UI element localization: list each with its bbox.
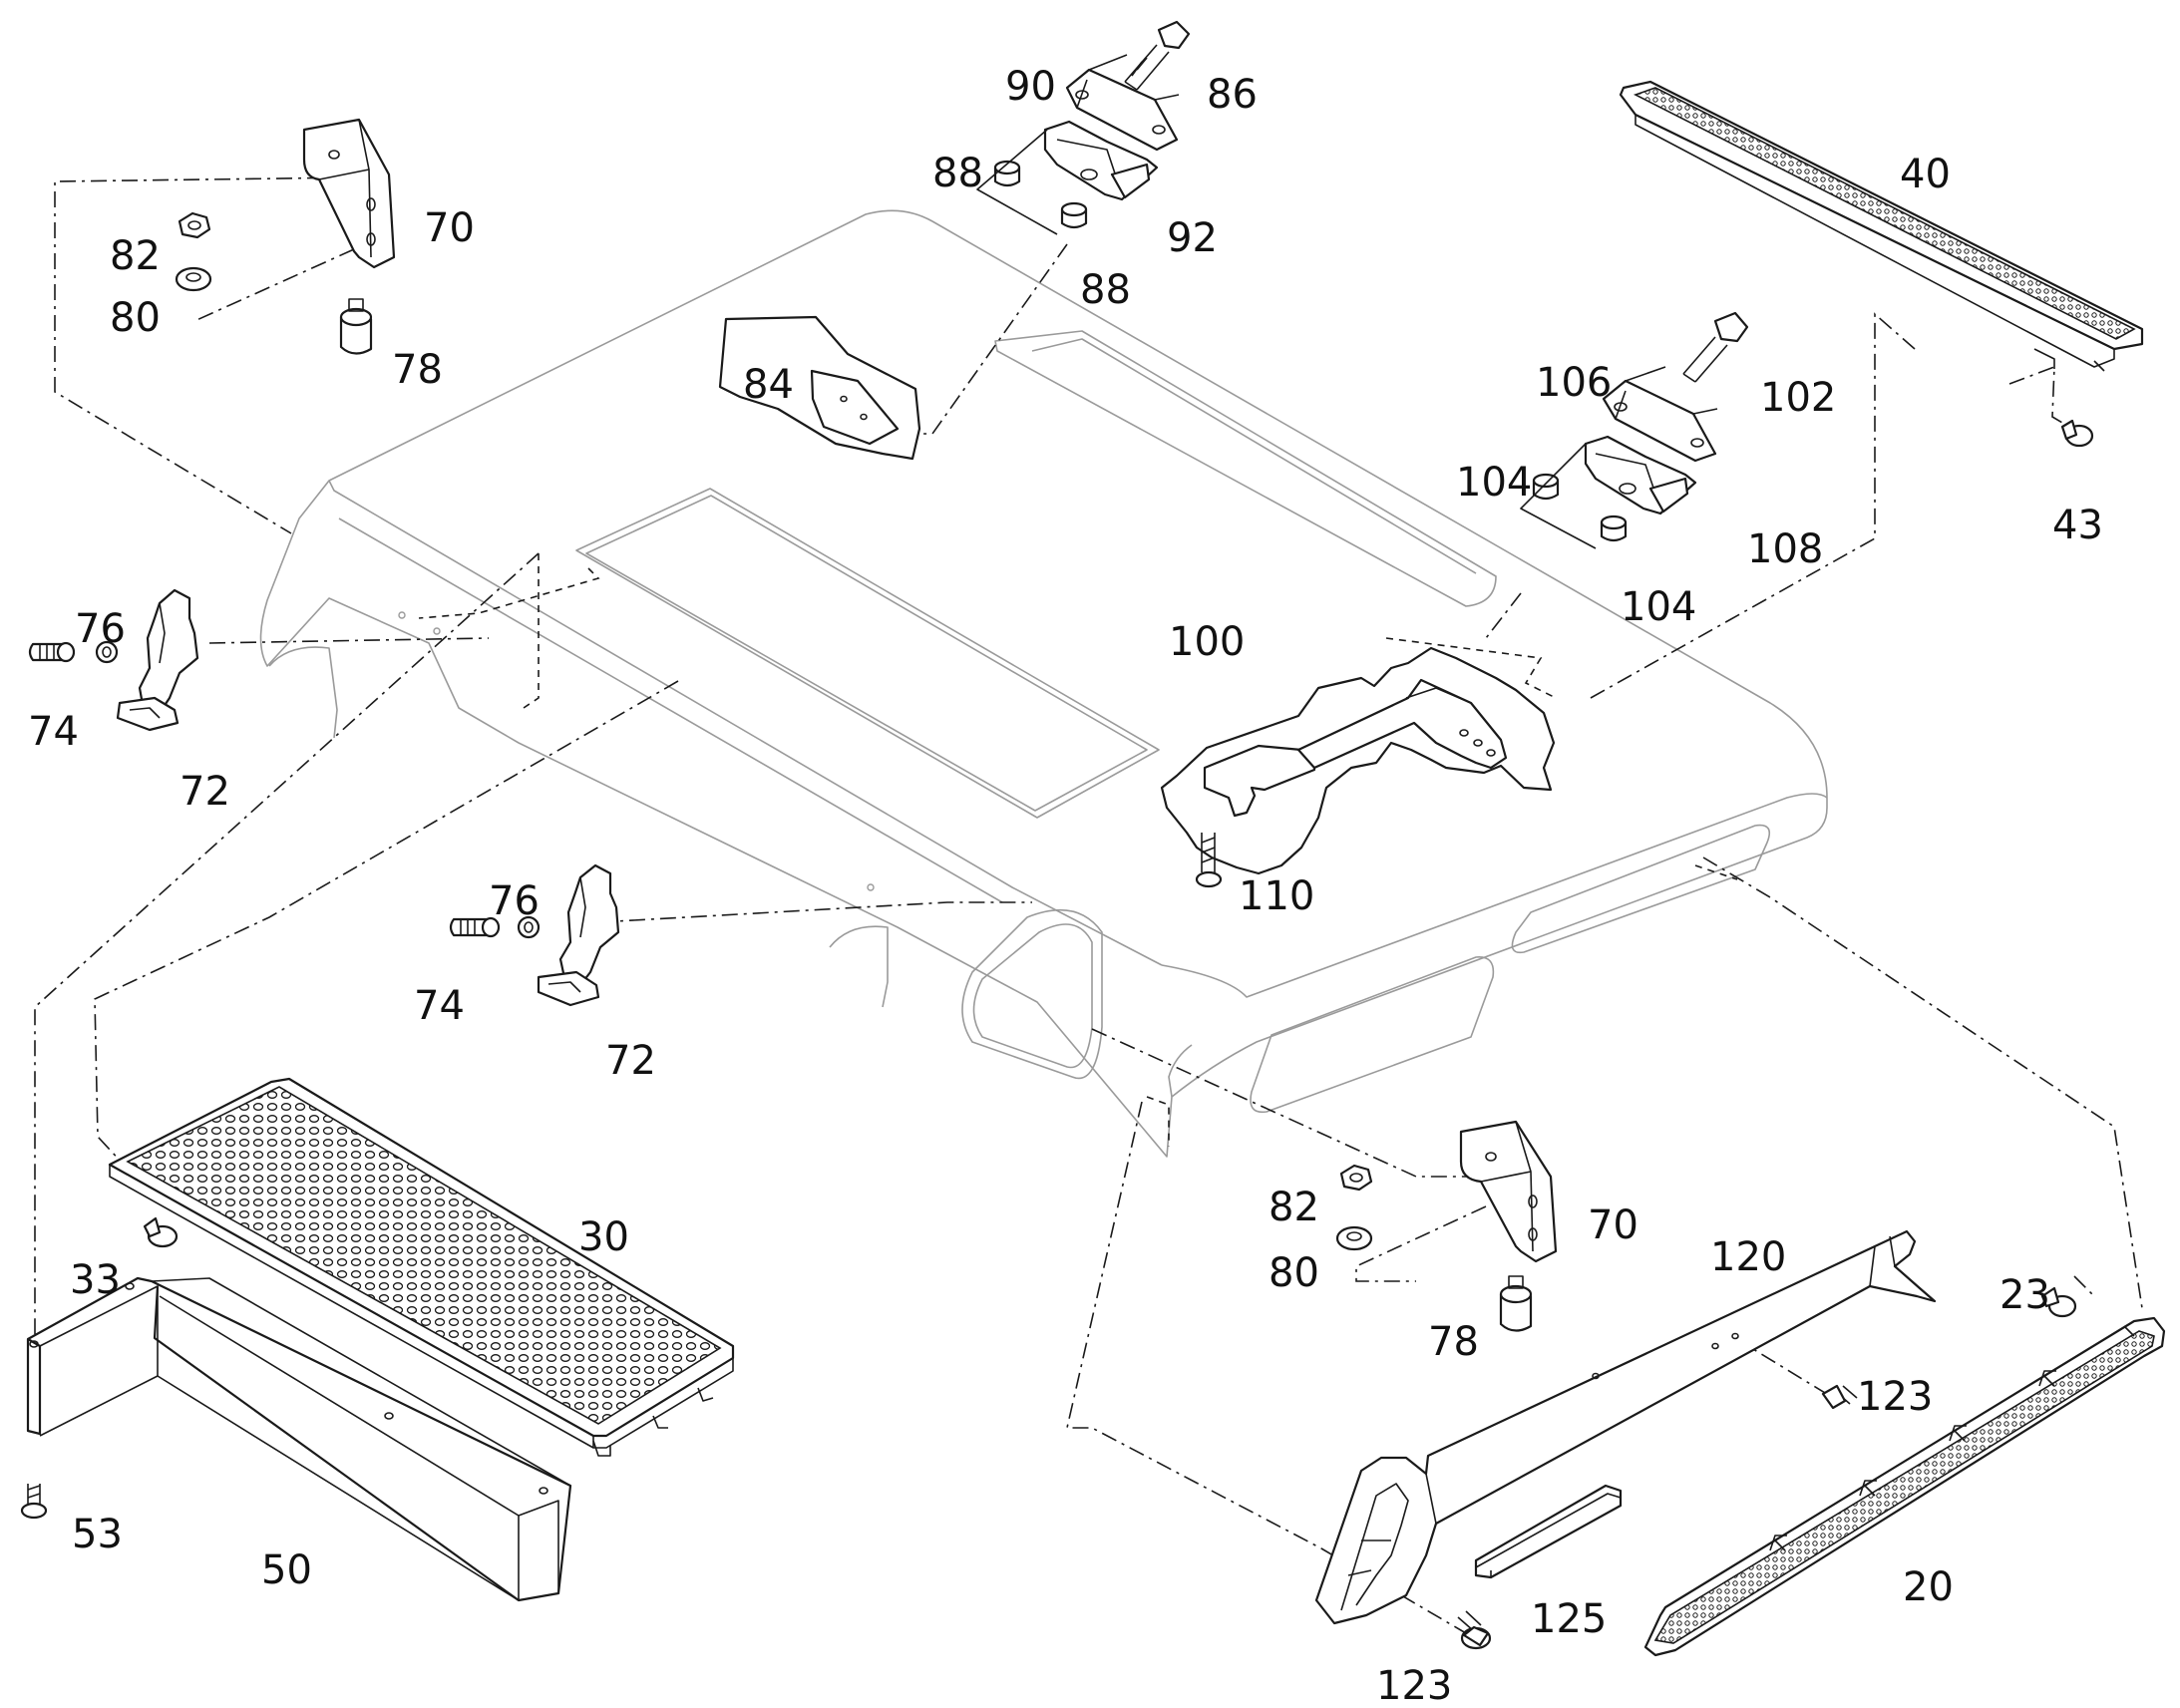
bushing-104-b [1600,514,1628,542]
callout-c82b: 82 [1269,1185,1319,1230]
callout-c74b: 74 [414,983,465,1029]
callout-c72b: 72 [605,1038,656,1084]
callout-labels: 90 86 40 88 70 92 82 88 80 78 84 106 102 104 43 108 104 7… [28,64,2103,1708]
callout-c100: 100 [1169,619,1245,665]
nut-82-upper [178,211,211,239]
callout-c106: 106 [1536,360,1612,406]
hinge-108 [1584,435,1697,515]
bushing-88-a [993,160,1021,187]
bushing-78-upper [339,298,373,355]
callout-c76a: 76 [75,606,126,652]
bracket-100-patch [1160,646,1556,875]
washer-80-lower [1335,1225,1373,1251]
screw-53 [20,1484,48,1520]
callout-c74a: 74 [28,709,79,755]
callout-c78b: 78 [1428,1319,1479,1365]
bracket-50 [26,1276,572,1602]
washer-76-upper [95,640,119,664]
callout-c123a: 123 [1857,1374,1933,1420]
callout-c125: 125 [1531,1596,1607,1642]
guide-lines-90 [976,54,1180,235]
callout-c70b: 70 [1588,1202,1638,1248]
screw-123-lower [1457,1610,1492,1650]
callout-c78a: 78 [392,347,443,393]
callout-c70a: 70 [424,205,475,251]
bracket-84-patch [718,315,921,461]
bracket-70-lower [1459,1120,1558,1263]
screw-43 [2060,419,2094,448]
bolt-74-middle [449,916,501,938]
washer-80-upper [175,266,212,292]
callout-c80b: 80 [1269,1250,1319,1296]
bracket-70-upper [302,118,396,269]
screw-33 [143,1216,179,1248]
callout-c76b: 76 [489,878,540,924]
canopy-roof-ghost [259,209,1828,1158]
callout-c88b: 88 [1080,267,1131,313]
callout-c120: 120 [1710,1234,1786,1280]
callout-c108: 108 [1747,526,1823,572]
bushing-104-a [1532,473,1560,501]
bushing-88-b [1060,201,1088,229]
screw-123-upper [1821,1384,1858,1410]
callout-c82a: 82 [110,233,161,279]
callout-c88a: 88 [932,151,983,196]
bolt-102 [1682,311,1749,383]
callout-c84: 84 [743,362,794,408]
callout-c86: 86 [1207,72,1258,118]
screen-40 [1619,80,2144,372]
callout-c43: 43 [2052,503,2103,548]
hinge-92 [1043,120,1159,201]
callout-c23: 23 [1999,1272,2050,1318]
leader-lines [34,176,2143,1634]
screw-23 [2040,1286,2077,1318]
nut-82-lower [1339,1164,1373,1192]
callout-c40: 40 [1900,152,1951,197]
callout-c92: 92 [1167,215,1218,261]
step-plate-30 [108,1077,735,1457]
callout-c53: 53 [72,1512,123,1557]
callout-c33: 33 [70,1257,121,1303]
washer-76-middle [517,915,541,939]
callout-c80a: 80 [110,295,161,341]
bolt-74-upper [28,641,76,663]
callout-c104a: 104 [1456,460,1532,506]
bracket-120 [1314,1229,1937,1625]
callout-c102: 102 [1760,375,1836,421]
seal-125 [1474,1484,1623,1579]
callout-c72a: 72 [180,769,230,815]
callout-c20: 20 [1903,1564,1954,1610]
latch-72-upper [116,588,199,732]
bushing-78-lower [1499,1275,1533,1332]
screw-110 [1195,833,1223,888]
guide-lines-106 [1520,366,1718,549]
callout-c123b: 123 [1376,1663,1452,1708]
callout-c110: 110 [1239,873,1314,919]
screen-20 [1643,1316,2166,1657]
callout-c90: 90 [1005,64,1056,110]
latch-72-middle [537,863,620,1007]
callout-c104b: 104 [1621,584,1696,630]
callout-c30: 30 [578,1214,629,1260]
bolt-86 [1124,20,1191,91]
callout-c50: 50 [261,1547,312,1593]
